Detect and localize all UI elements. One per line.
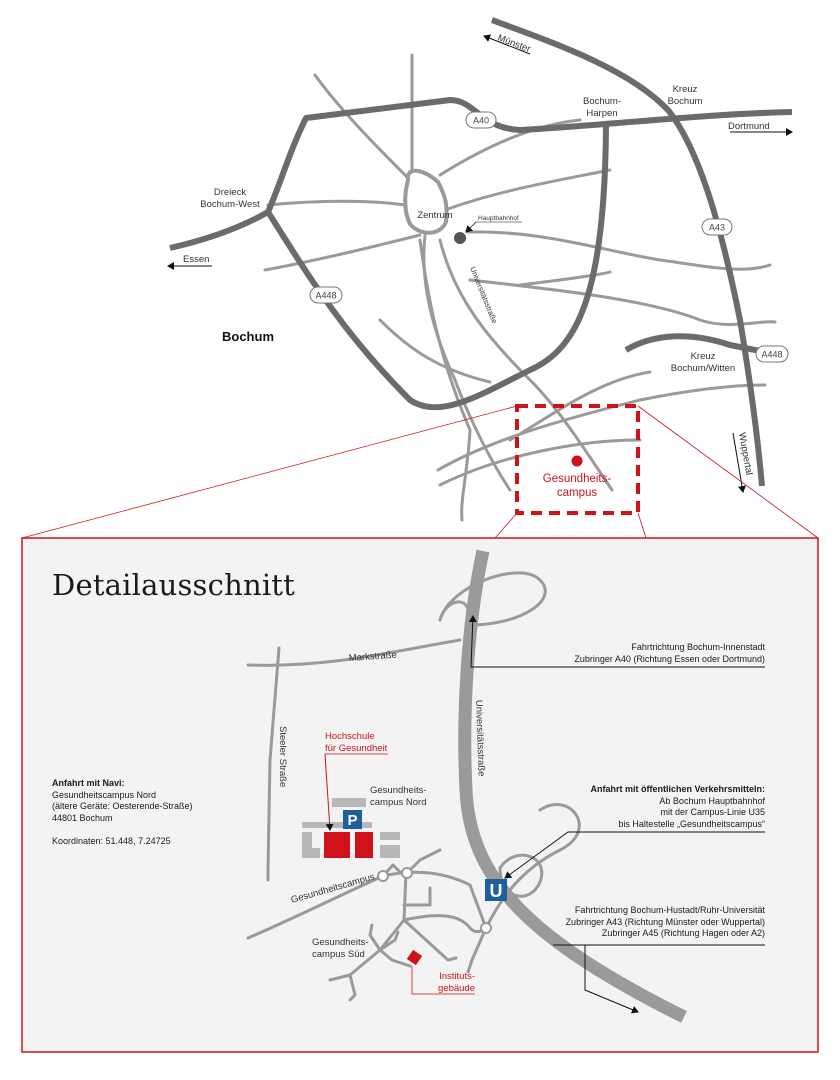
navi-heading: Anfahrt mit Navi: <box>52 778 125 788</box>
zentrum-ring <box>403 168 449 235</box>
direction-south-line-2: Zubringer A43 (Richtung Münster oder Wup… <box>565 916 765 927</box>
kreuz-bochum-label-1: Kreuz <box>673 84 698 95</box>
hochschule-pointer <box>324 753 334 831</box>
north-direction-pointer <box>468 615 765 668</box>
harpen-label-2: Harpen <box>586 108 617 119</box>
junction-1 <box>377 870 389 882</box>
direction-south-line-1: Fahrtrichtung Bochum-Hustadt/Ruhr-Univer… <box>574 905 765 915</box>
campus-marker <box>571 455 583 467</box>
public-transport-line-1: Ab Bochum Hauptbahnhof <box>659 795 765 806</box>
hochschule-label-1: Hochschule <box>325 731 375 742</box>
detail-title: Detailausschnitt <box>52 568 296 602</box>
hochschule-building-2 <box>355 832 373 858</box>
city-label: Bochum <box>222 329 274 344</box>
institutsgebaeude-building <box>406 949 423 966</box>
ubahn-icon-label: U <box>490 881 503 901</box>
universitaetsstrasse-detail-label: Universitätsstraße <box>473 700 487 777</box>
shield-a448-left <box>309 286 343 304</box>
markstrasse-label: Markstraße <box>348 650 397 664</box>
parking-icon <box>343 810 362 829</box>
shield-a448-left-label: A448 <box>315 291 336 301</box>
shield-a448-right <box>755 345 789 363</box>
junctions <box>377 867 492 934</box>
building-l-foot <box>302 848 320 858</box>
essen-label: Essen <box>183 254 209 265</box>
campus-label-2: campus <box>557 487 598 499</box>
zoom-line-right <box>637 405 819 539</box>
institut-label-1: Instituts- <box>439 971 475 982</box>
building-strip <box>302 822 372 828</box>
hochschule-label-2: für Gesundheit <box>325 743 388 754</box>
navi-info: Anfahrt mit Navi: Gesundheitscampus Nord… <box>52 778 193 847</box>
nord-label-1: Gesundheits- <box>370 785 427 796</box>
road-shields: A40 A43 A448 A448 <box>309 111 789 363</box>
direction-north-info: Fahrtrichtung Bochum-Innenstadt Zubringe… <box>574 642 765 665</box>
junction-3 <box>480 922 492 934</box>
hochschule-building-1 <box>324 832 350 858</box>
secondary-roads <box>263 53 777 522</box>
zentrum-label: Zentrum <box>417 210 452 221</box>
navi-line-1: Gesundheitscampus Nord <box>52 789 157 800</box>
building-nord-top <box>332 798 366 807</box>
hauptbahnhof-pointer <box>465 221 477 233</box>
zoom-line-bottom-right <box>637 512 647 539</box>
direction-north-line-1: Fahrtrichtung Bochum-Innenstadt <box>631 642 765 652</box>
navi-coords: Koordinaten: 51.448, 7.24725 <box>52 835 171 846</box>
zoom-line-left <box>21 405 518 539</box>
campus-label-1: Gesundheits- <box>543 473 612 485</box>
public-transport-info: Anfahrt mit öffentlichen Verkehrsmitteln… <box>590 784 765 830</box>
public-transport-line-2: mit der Campus-Linie U35 <box>660 807 765 817</box>
campus-buildings <box>302 798 423 966</box>
harpen-label-1: Bochum- <box>583 96 621 107</box>
sued-label-1: Gesundheits- <box>312 937 369 948</box>
building-l-vertical <box>302 832 312 858</box>
detail-roads <box>246 571 581 1002</box>
detail-frame <box>21 537 819 1053</box>
kreuz-bochum-label-2: Bochum <box>668 96 703 107</box>
campus-focus-box <box>515 404 640 515</box>
dortmund-label: Dortmund <box>728 121 770 132</box>
building-right-2 <box>380 845 400 858</box>
shield-a40 <box>465 111 497 129</box>
ubahn-icon <box>485 879 507 901</box>
building-right-1 <box>380 832 400 840</box>
public-transport-heading: Anfahrt mit öffentlichen Verkehrsmitteln… <box>590 784 765 794</box>
navi-line-2: (ältere Geräte: Oesterende-Straße) <box>52 801 193 811</box>
dreieck-label-2: Bochum-West <box>200 199 260 210</box>
direction-south-info: Fahrtrichtung Bochum-Hustadt/Ruhr-Univer… <box>566 905 765 940</box>
overview-map: A40 A43 A448 A448 Hauptbahnhof Zentrum D… <box>21 17 819 539</box>
sued-label-2: campus Süd <box>312 949 365 960</box>
hauptbahnhof-label: Hauptbahnhof <box>478 215 519 222</box>
junction-2 <box>401 867 413 879</box>
kreuz-witten-label-2: Bochum/Witten <box>671 363 735 374</box>
motorways <box>169 17 793 487</box>
shield-a448-right-label: A448 <box>761 350 782 360</box>
nord-label-2: campus Nord <box>370 797 427 808</box>
direction-north-line-2: Zubringer A40 (Richtung Essen oder Dortm… <box>574 653 765 664</box>
detail-panel: P U Markstraße Universitätsstraße Steele… <box>21 537 819 1053</box>
dreieck-label-1: Dreieck <box>214 187 246 198</box>
parking-icon-label: P <box>347 812 357 829</box>
south-direction-pointer <box>584 945 639 1014</box>
institut-pointer <box>411 966 475 995</box>
steeler-strasse-label: Steeler Straße <box>277 726 288 787</box>
public-transport-line-3: bis Haltestelle „Gesundheitscampus“ <box>618 818 765 829</box>
kreuz-witten-label-1: Kreuz <box>691 351 716 362</box>
institut-label-2: gebäude <box>438 983 475 994</box>
shield-a40-label: A40 <box>473 116 489 126</box>
shield-a43 <box>701 218 733 236</box>
arrow-muenster <box>483 34 531 55</box>
ubahn-pointer <box>504 831 765 879</box>
direction-south-line-3: Zubringer A45 (Richtung Hagen oder A2) <box>601 928 765 938</box>
universitaetsstrasse-road <box>458 549 687 1023</box>
shield-a43-label: A43 <box>709 223 725 233</box>
hauptbahnhof-marker <box>454 232 466 244</box>
zoom-line-bottom-left <box>494 512 518 539</box>
navi-line-3: 44801 Bochum <box>52 812 113 823</box>
